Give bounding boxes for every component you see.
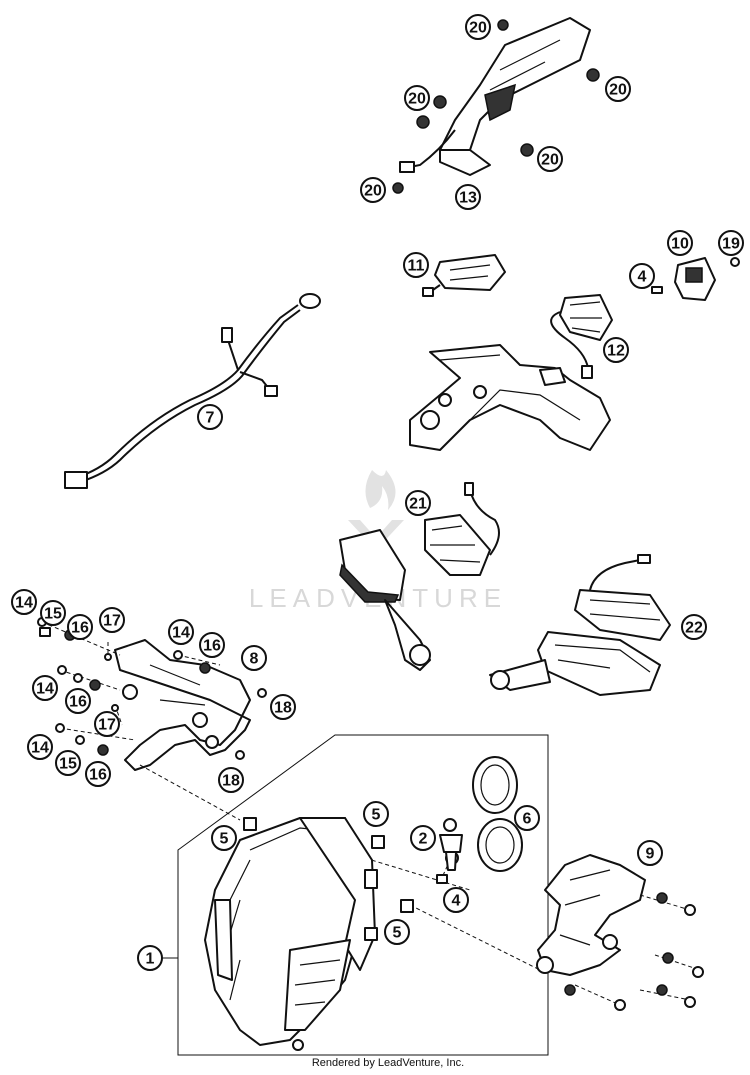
callout-number: 14 — [172, 625, 190, 642]
callout-number: 1 — [146, 951, 155, 968]
part-1-headlight — [204, 817, 378, 1051]
callout-number: 16 — [69, 694, 87, 711]
callout-16: 16 — [65, 688, 91, 714]
callout-4: 4 — [629, 263, 655, 289]
callout-number: 16 — [89, 767, 107, 784]
callout-number: 21 — [409, 496, 427, 513]
callout-16: 16 — [67, 614, 93, 640]
callout-14: 14 — [27, 734, 53, 760]
callout-number: 14 — [36, 681, 54, 698]
part-8-bracket — [114, 639, 251, 771]
callout-number: 5 — [393, 925, 402, 942]
callout-12: 12 — [603, 337, 629, 363]
callout-number: 11 — [408, 258, 425, 275]
callout-5: 5 — [363, 801, 389, 827]
callout-20: 20 — [537, 146, 563, 172]
callout-13: 13 — [455, 184, 481, 210]
callout-14: 14 — [168, 619, 194, 645]
callout-1: 1 — [137, 945, 163, 971]
footer-credit: Rendered by LeadVenture, Inc. — [312, 1057, 464, 1069]
callout-number: 14 — [31, 740, 49, 757]
callout-20: 20 — [465, 14, 491, 40]
part-13-rear-fender — [392, 17, 600, 194]
callout-5: 5 — [384, 919, 410, 945]
callout-9: 9 — [637, 840, 663, 866]
callout-number: 17 — [103, 613, 121, 630]
callout-15: 15 — [40, 600, 66, 626]
callout-14: 14 — [32, 675, 58, 701]
callout-7: 7 — [197, 404, 223, 430]
callout-number: 4 — [452, 893, 461, 910]
callout-10: 10 — [667, 230, 693, 256]
callout-number: 16 — [71, 620, 89, 637]
part-2-bulbs — [436, 818, 463, 884]
callout-22: 22 — [681, 614, 707, 640]
group-outline — [177, 734, 549, 1056]
callout-number: 18 — [274, 700, 292, 717]
callout-number: 22 — [685, 620, 703, 637]
part-6-rings — [472, 756, 523, 872]
callout-number: 20 — [469, 20, 487, 37]
callout-5: 5 — [211, 825, 237, 851]
callout-number: 13 — [459, 190, 477, 207]
callout-2: 2 — [410, 825, 436, 851]
callout-number: 12 — [607, 343, 625, 360]
callout-number: 4 — [638, 269, 647, 286]
callout-14: 14 — [11, 589, 37, 615]
callout-18: 18 — [270, 694, 296, 720]
callout-16: 16 — [85, 761, 111, 787]
callout-number: 5 — [220, 831, 229, 848]
part-21-indicator — [339, 482, 500, 671]
part-11-light — [422, 254, 506, 297]
callout-number: 9 — [646, 846, 655, 863]
callout-8: 8 — [241, 645, 267, 671]
callout-number: 19 — [722, 236, 740, 253]
part-7-wiring-harness — [64, 293, 321, 489]
callout-11: 11 — [403, 252, 429, 278]
callout-15: 15 — [55, 750, 81, 776]
callout-number: 2 — [419, 831, 428, 848]
part-5-clips — [243, 817, 414, 941]
callout-18: 18 — [218, 767, 244, 793]
callout-number: 8 — [250, 651, 259, 668]
rear-bracket-assembly — [409, 344, 611, 451]
callout-number: 18 — [222, 773, 240, 790]
callout-20: 20 — [404, 85, 430, 111]
part-22-indicator — [489, 554, 671, 696]
callout-number: 6 — [523, 811, 532, 828]
callout-number: 10 — [671, 236, 689, 253]
callout-19: 19 — [718, 230, 744, 256]
part-9-bracket — [536, 854, 704, 1011]
callout-17: 17 — [94, 711, 120, 737]
callout-number: 20 — [408, 91, 426, 108]
callout-16: 16 — [199, 632, 225, 658]
callout-6: 6 — [514, 805, 540, 831]
callout-4: 4 — [443, 887, 469, 913]
callout-21: 21 — [405, 490, 431, 516]
part-12-light — [550, 294, 613, 379]
callout-20: 20 — [605, 76, 631, 102]
callout-17: 17 — [99, 607, 125, 633]
callout-number: 16 — [203, 638, 221, 655]
callout-number: 20 — [541, 152, 559, 169]
callout-number: 20 — [609, 82, 627, 99]
part-10-switch — [651, 257, 740, 301]
callout-number: 15 — [44, 606, 62, 623]
callout-20: 20 — [360, 177, 386, 203]
callout-number: 5 — [372, 807, 381, 824]
callout-number: 20 — [364, 183, 382, 200]
callout-number: 14 — [15, 595, 33, 612]
callout-number: 7 — [206, 410, 215, 427]
callout-number: 15 — [59, 756, 77, 773]
callout-number: 17 — [98, 717, 116, 734]
